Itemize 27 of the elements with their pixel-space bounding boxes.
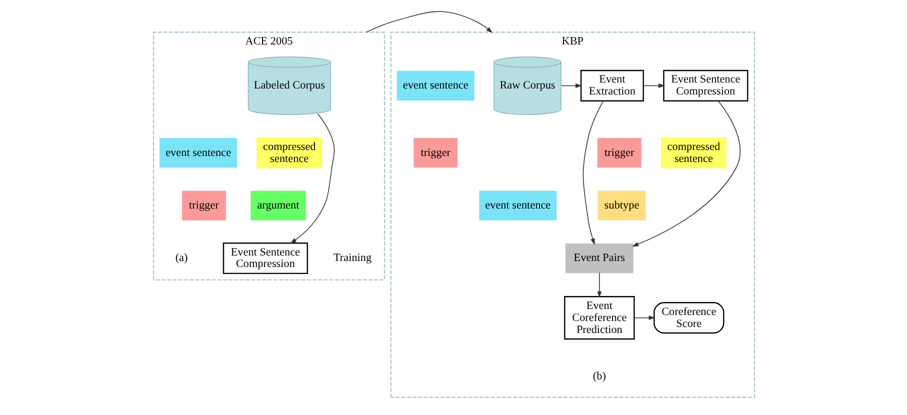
node-box: event sentence: [159, 138, 237, 168]
arrow: [582, 100, 604, 245]
node-box: Event Sentence Compression: [662, 70, 748, 102]
node-box: trigger: [413, 138, 458, 168]
arrow: [633, 316, 655, 320]
node-box: compressed sentence: [256, 137, 322, 168]
arrow: [560, 83, 582, 88]
arrow: [596, 272, 602, 298]
node-box: subtype: [597, 190, 646, 220]
node-box: Event Sentence Compression: [222, 242, 308, 274]
label: (a): [174, 252, 188, 264]
arrow: [365, 11, 492, 33]
node-box: event sentence: [478, 190, 556, 220]
node-label: Training: [332, 252, 372, 264]
node-box: trigger: [181, 190, 226, 220]
arrow: [632, 100, 740, 247]
node-box: Coreference Score: [653, 302, 724, 334]
arrow: [642, 83, 664, 88]
node-box: trigger: [596, 138, 641, 168]
arrow: [290, 114, 334, 244]
node-box: event sentence: [396, 70, 474, 100]
node-box: Event Pairs: [564, 244, 633, 274]
node-box: compressed sentence: [660, 137, 726, 168]
node-box: argument: [250, 190, 306, 220]
label: (b): [592, 370, 606, 382]
node-box: Event Coreference Prediction: [564, 296, 634, 340]
node-box: Event Extraction: [580, 70, 644, 102]
